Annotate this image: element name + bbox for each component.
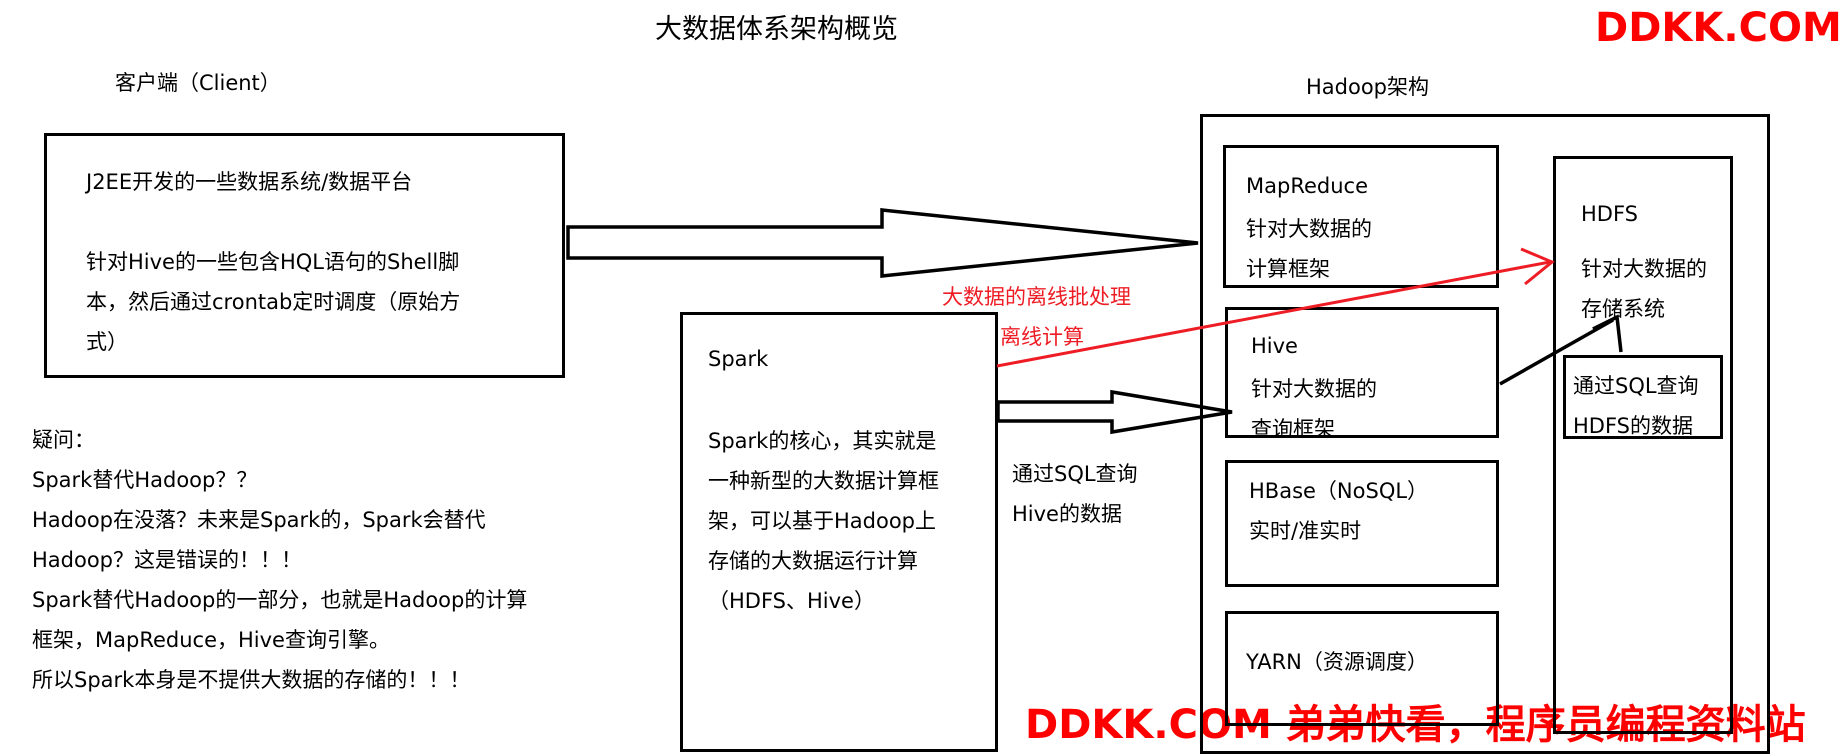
mapreduce-line: MapReduce <box>1246 174 1368 198</box>
hbase-line: HBase（NoSQL） <box>1249 479 1429 503</box>
question-line: Hadoop在没落？未来是Spark的，Spark会替代 <box>32 508 486 532</box>
spark-line: 一种新型的大数据计算框 <box>708 469 939 493</box>
hadoop-label: Hadoop架构 <box>1306 75 1430 99</box>
hbase-box: HBase（NoSQL） 实时/准实时 <box>1225 460 1499 587</box>
offline-batch-label: 大数据的离线批处理 <box>942 285 1131 309</box>
mapreduce-line: 针对大数据的 <box>1246 217 1372 241</box>
question-line: Spark替代Hadoop？？ <box>32 468 258 492</box>
hbase-line: 实时/准实时 <box>1249 519 1362 543</box>
hdfs-line: HDFS <box>1581 202 1639 226</box>
hdfs-sql-box: 通过SQL查询 HDFS的数据 <box>1563 355 1723 439</box>
hive-box: Hive 针对大数据的 查询框架 <box>1225 307 1499 441</box>
client-line: 针对Hive的一些包含HQL语句的Shell脚 <box>86 250 460 274</box>
mapreduce-line: 计算框架 <box>1246 257 1330 281</box>
hdfs-sql-line: 通过SQL查询 <box>1573 374 1699 398</box>
page-title: 大数据体系架构概览 <box>655 14 898 45</box>
sql-hive-line: Hive的数据 <box>1012 502 1122 526</box>
spark-title: Spark <box>708 347 769 371</box>
hdfs-line: 存储系统 <box>1581 297 1665 321</box>
question-line: 疑问： <box>32 428 95 452</box>
question-line: 框架，MapReduce，Hive查询引擎。 <box>32 628 390 652</box>
hive-line: 查询框架 <box>1251 417 1335 441</box>
watermark-top: DDKK.COM <box>1595 5 1842 51</box>
client-to-mapreduce-arrow <box>566 208 1199 278</box>
client-label: 客户端（Client） <box>115 71 281 95</box>
sql-hive-line: 通过SQL查询 <box>1012 462 1138 486</box>
question-line: Spark替代Hadoop的一部分，也就是Hadoop的计算 <box>32 588 528 612</box>
hive-line: Hive <box>1251 334 1298 358</box>
hive-line: 针对大数据的 <box>1251 377 1377 401</box>
client-line: J2EE开发的一些数据系统/数据平台 <box>86 170 413 194</box>
mapreduce-box: MapReduce 针对大数据的 计算框架 <box>1223 145 1499 288</box>
spark-line: Spark的核心，其实就是 <box>708 429 937 453</box>
spark-box: Spark Spark的核心，其实就是 一种新型的大数据计算框 架，可以基于Ha… <box>680 312 998 752</box>
spark-to-hive-arrow <box>996 389 1233 435</box>
hdfs-line: 针对大数据的 <box>1581 257 1707 281</box>
client-box: J2EE开发的一些数据系统/数据平台 针对Hive的一些包含HQL语句的Shel… <box>44 133 565 378</box>
spark-line: （HDFS、Hive） <box>708 589 875 613</box>
question-line: 所以Spark本身是不提供大数据的存储的！！！ <box>32 668 471 692</box>
hdfs-box: HDFS 针对大数据的 存储系统 <box>1553 156 1733 734</box>
client-line: 本，然后通过crontab定时调度（原始方 <box>86 290 461 314</box>
yarn-box: YARN（资源调度） <box>1225 611 1499 726</box>
hdfs-sql-line: HDFS的数据 <box>1573 414 1694 438</box>
spark-line: 架，可以基于Hadoop上 <box>708 509 937 533</box>
question-line: Hadoop？这是错误的！！！ <box>32 548 303 572</box>
spark-line: 存储的大数据运行计算 <box>708 549 918 573</box>
client-line: 式） <box>86 330 128 354</box>
offline-compute-label: 离线计算 <box>1000 325 1084 349</box>
yarn-label: YARN（资源调度） <box>1246 650 1428 674</box>
